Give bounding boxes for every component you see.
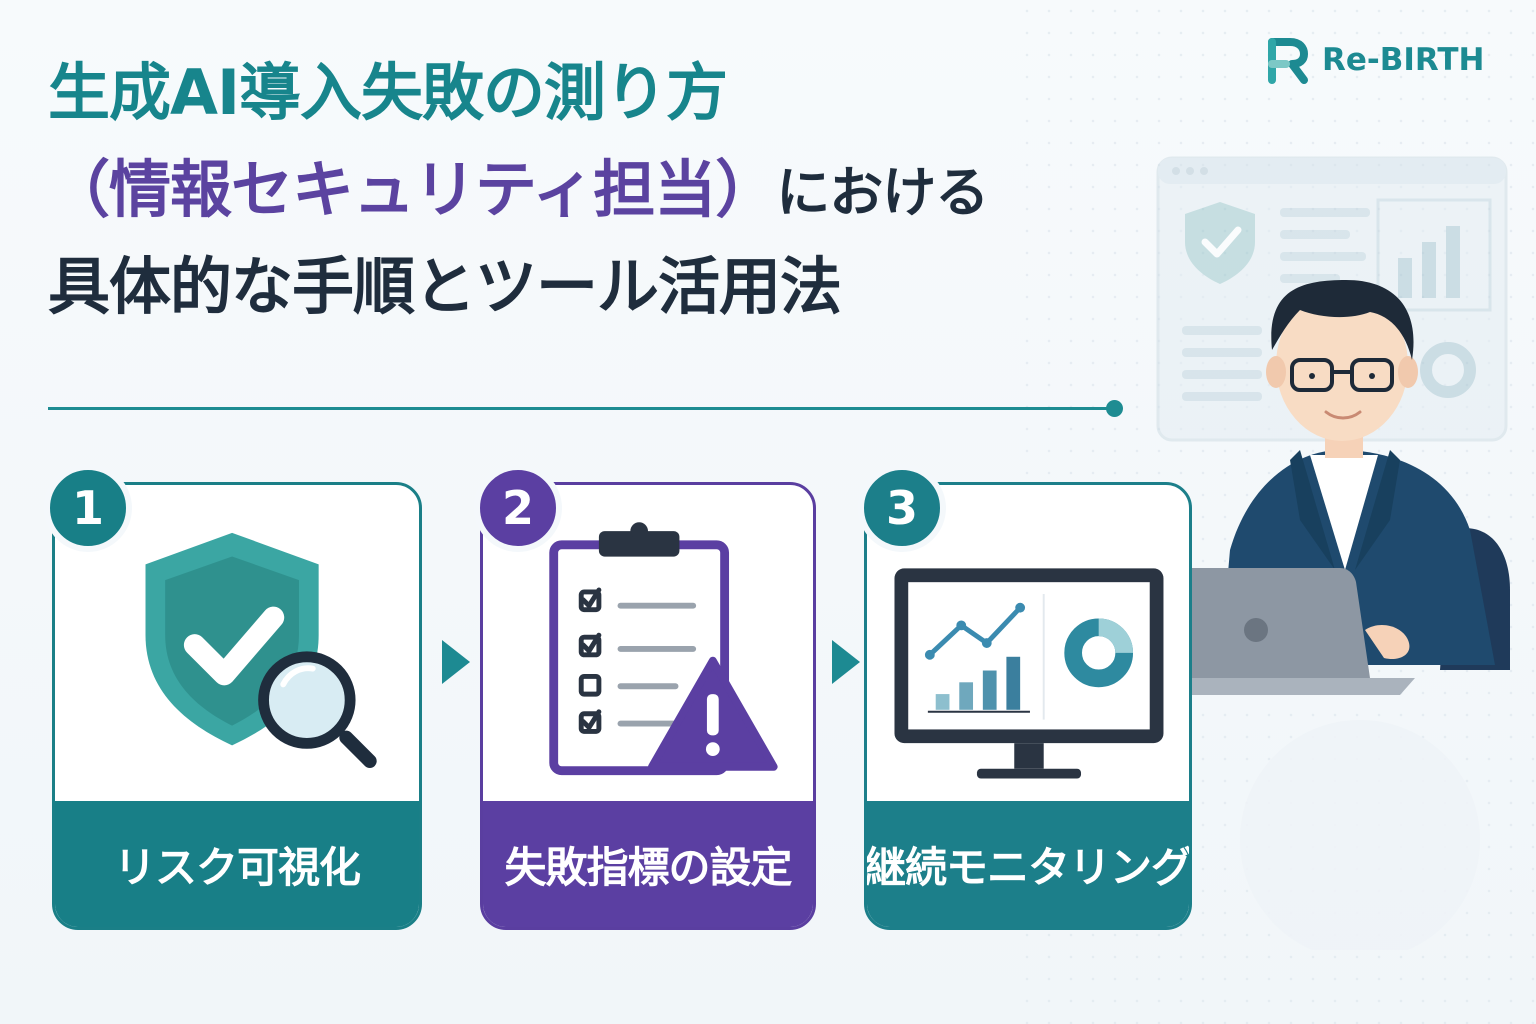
- step-card-3: 継続モニタリング: [864, 482, 1192, 930]
- title-divider-dot: [1106, 400, 1123, 417]
- step-number-badge-1: 1: [44, 464, 132, 552]
- monitor-dashboard-icon: [894, 568, 1164, 779]
- person-with-laptop-illustration: [1156, 156, 1510, 950]
- step-label-1: リスク可視化: [55, 801, 419, 927]
- title-line-1: 生成AI導入失敗の測り方: [48, 56, 728, 129]
- step-number-badge-2: 2: [474, 464, 562, 552]
- step-number-badge-3: 3: [858, 464, 946, 552]
- title-line-3: 具体的な手順とツール活用法: [48, 250, 842, 323]
- title-line-2-highlight: （情報セキュリティ担当）: [48, 153, 777, 226]
- step-card-2: 失敗指標の設定: [480, 482, 816, 930]
- step-arrow-2: [832, 640, 860, 684]
- brand-logo: Re-BIRTH: [1262, 34, 1485, 86]
- step-card-1: リスク可視化: [52, 482, 422, 930]
- clipboard-warning-icon: [549, 522, 778, 776]
- title-divider: [48, 407, 1112, 410]
- step-arrow-1: [442, 640, 470, 684]
- shield-check-magnifier-icon: [145, 532, 377, 768]
- title-line-2: （情報セキュリティ担当）における: [48, 159, 1148, 221]
- step-label-3: 継続モニタリング: [867, 801, 1189, 927]
- step-label-2: 失敗指標の設定: [483, 801, 813, 927]
- rebirth-logo-icon: [1268, 38, 1308, 84]
- title-line-2-rest: における: [776, 161, 989, 224]
- page-title: 生成AI導入失敗の測り方 （情報セキュリティ担当）における 具体的な手順とツール…: [48, 62, 1148, 318]
- brand-name: Re-BIRTH: [1322, 42, 1485, 78]
